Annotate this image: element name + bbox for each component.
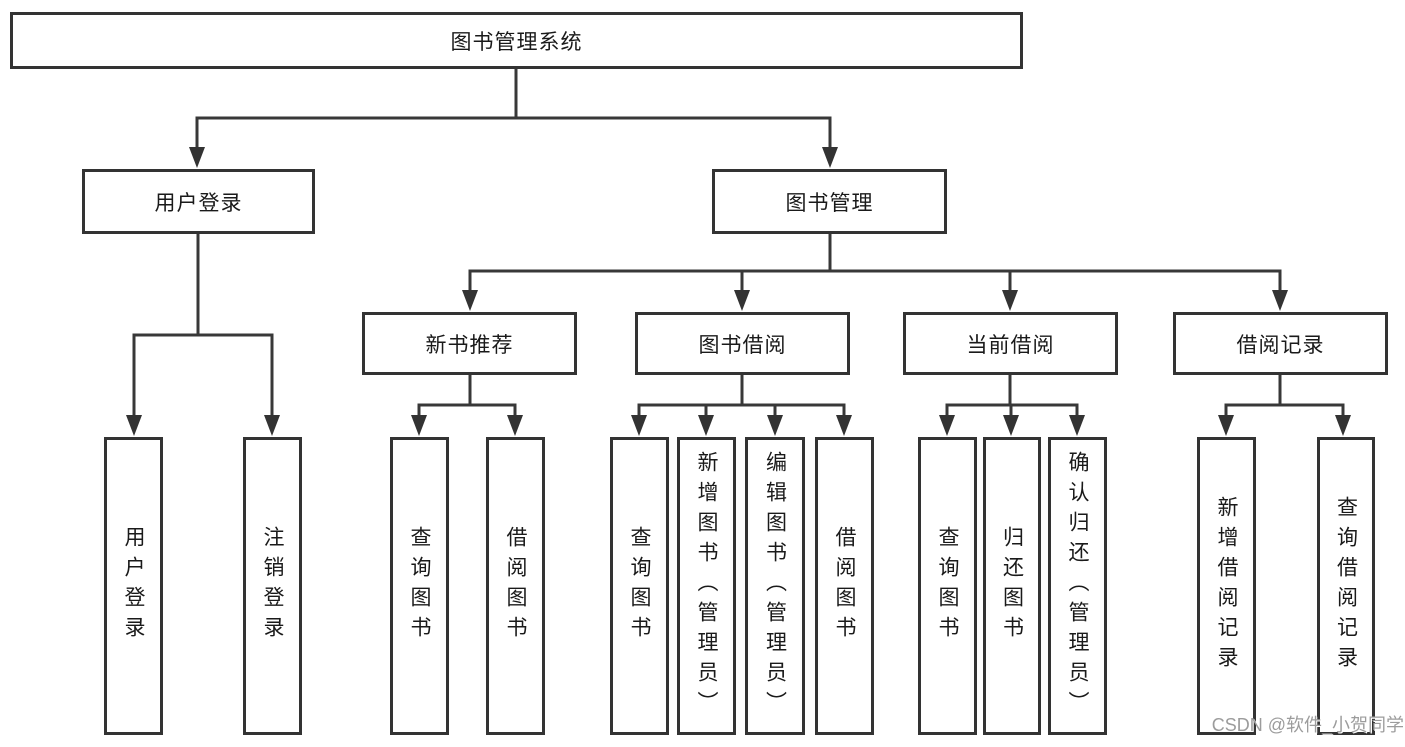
leaf-query-borrow-record-label: 查询借阅记录: [1334, 496, 1359, 676]
leaf-borrow-books-recommend-label: 借阅图书: [504, 526, 528, 646]
leaf-borrow-books: 借阅图书: [815, 437, 874, 735]
node-root: 图书管理系统: [10, 12, 1023, 69]
leaf-logout: 注销登录: [243, 437, 302, 735]
leaf-add-borrow-record-label: 新增借阅记录: [1215, 496, 1239, 676]
leaf-add-books-admin: 新增图书（管理员）: [677, 437, 736, 735]
leaf-edit-books-admin: 编辑图书（管理员）: [745, 437, 805, 735]
node-current-borrow: 当前借阅: [903, 312, 1118, 375]
leaf-query-borrow-record: 查询借阅记录: [1317, 437, 1375, 735]
leaf-query-books-borrow-label: 查询图书: [628, 526, 652, 646]
node-book-management: 图书管理: [712, 169, 947, 234]
node-user-login: 用户登录: [82, 169, 315, 234]
leaf-user-login: 用户登录: [104, 437, 163, 735]
leaf-return-books-label: 归还图书: [1000, 526, 1025, 646]
leaf-borrow-books-label: 借阅图书: [833, 526, 857, 646]
leaf-query-books-current: 查询图书: [918, 437, 977, 735]
leaf-user-login-label: 用户登录: [122, 526, 146, 646]
node-new-book-recommend: 新书推荐: [362, 312, 577, 375]
node-borrow-records: 借阅记录: [1173, 312, 1388, 375]
leaf-query-books-borrow: 查询图书: [610, 437, 669, 735]
node-book-borrow: 图书借阅: [635, 312, 850, 375]
arrowheads: [126, 147, 1351, 436]
leaf-add-books-admin-label: 新增图书（管理员）: [695, 451, 719, 721]
leaf-add-borrow-record: 新增借阅记录: [1197, 437, 1256, 735]
leaf-borrow-books-recommend: 借阅图书: [486, 437, 545, 735]
leaf-query-books-recommend: 查询图书: [390, 437, 449, 735]
connector-path: [132, 66, 1345, 418]
leaf-return-books: 归还图书: [983, 437, 1041, 735]
leaf-edit-books-admin-label: 编辑图书（管理员）: [763, 451, 788, 721]
leaf-query-books-recommend-label: 查询图书: [408, 526, 432, 646]
leaf-query-books-current-label: 查询图书: [936, 526, 960, 646]
leaf-logout-label: 注销登录: [261, 526, 285, 646]
csdn-watermark: CSDN @软件_小贺同学: [1211, 715, 1404, 735]
leaf-confirm-return-admin: 确认归还（管理员）: [1048, 437, 1107, 735]
leaf-confirm-return-admin-label: 确认归还（管理员）: [1066, 451, 1090, 721]
